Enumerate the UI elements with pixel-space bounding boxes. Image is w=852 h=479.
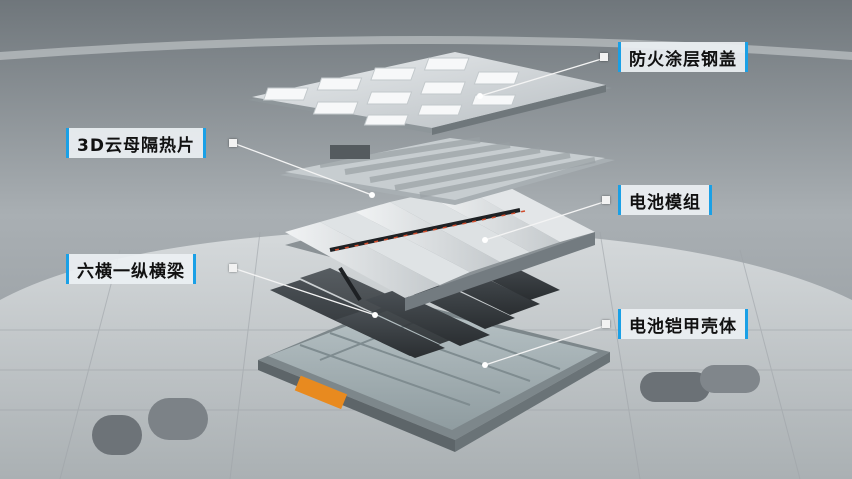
mica-heat-shield — [280, 137, 615, 205]
callout-bullet — [602, 196, 610, 204]
callout-bullet — [229, 264, 237, 272]
orange-connector — [294, 375, 348, 410]
busbar-harness — [329, 208, 521, 302]
label-3d-mica-sheet: 3D云母隔热片 — [66, 128, 206, 158]
callout-bullet — [602, 320, 610, 328]
leader-lines — [232, 56, 611, 366]
label-battery-armor-shell: 电池铠甲壳体 — [618, 309, 748, 339]
label-battery-module: 电池模组 — [618, 185, 712, 215]
floor-rollers — [92, 365, 760, 455]
fireproof-steel-cover — [248, 52, 612, 135]
battery-armor-shell — [258, 300, 610, 452]
label-fireproof-steel-cover: 防火涂层钢盖 — [618, 42, 748, 72]
callout-bullet — [600, 53, 608, 61]
label-cross-beams: 六横一纵横梁 — [66, 254, 196, 284]
leader-endpoints — [369, 93, 488, 368]
callout-bullet — [229, 139, 237, 147]
